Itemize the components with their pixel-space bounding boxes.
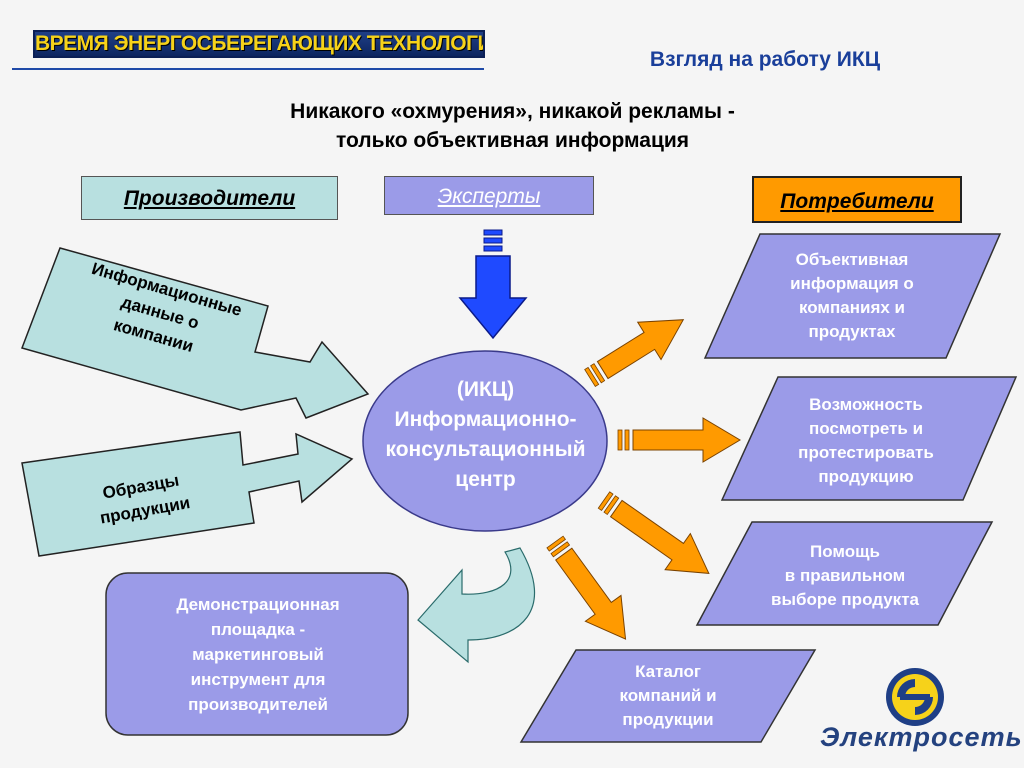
output-4-line-1: Каталог [635,662,701,681]
output-2-line-1: Возможность [809,395,923,414]
output-box-3 [695,521,994,626]
output-4-line-3: продукции [622,710,714,729]
output-text-3: Помощь в правильном выборе продукта [735,540,955,612]
demo-line-5: производителей [188,695,328,714]
output-1-line-1: Объективная [795,250,909,269]
demo-line-3: маркетинговый [192,645,324,664]
output-2-line-2: посмотреть и [808,419,924,438]
subtitle: Никакого «охмурения», никакой рекламы - … [200,97,825,155]
info-input-arrow [21,247,370,419]
output-box-1 [703,233,1002,359]
demo-line-1: Демонстрационная [176,595,340,614]
orange-arrow-2 [617,417,741,463]
output-3-line-2: в правильном [784,566,906,585]
demo-label: Демонстрационная площадка - маркетинговы… [110,592,406,717]
demo-curved-arrow [417,547,536,664]
output-box-2 [720,376,1018,501]
consumers-header: Потребители [752,176,962,223]
electroset-logo-icon [886,668,944,726]
slide-title: Взгляд на работу ИКЦ [649,48,881,71]
experts-header: Эксперты [384,176,594,215]
banner-underline [12,68,484,70]
output-3-line-1: Помощь [810,542,880,561]
center-line-3: консультационный [385,438,586,461]
producers-header: Производители [81,176,338,220]
demo-line-4: инструмент для [190,670,326,689]
output-box-4 [519,649,817,743]
electroset-logo-text: Электросеть [820,722,1023,752]
center-line-4: центр [455,468,516,491]
output-4-line-2: компаний и [619,686,717,705]
experts-down-arrow [458,229,528,340]
orange-arrow-4 [546,535,627,640]
orange-arrow-1 [584,319,685,388]
subtitle-line-1: Никакого «охмурения», никакой рекламы - [290,100,735,123]
demo-line-2: площадка - [210,620,306,639]
output-2-line-3: протестировать [798,443,934,462]
output-1-line-2: информация о [790,274,914,293]
output-text-4: Каталог компаний и продукции [568,660,768,732]
center-label: (ИКЦ) Информационно- консультационный це… [363,375,608,495]
demo-box [105,572,409,736]
center-line-1: (ИКЦ) [456,378,515,401]
banner: ВРЕМЯ ЭНЕРГОСБЕРЕГАЮЩИХ ТЕХНОЛОГИЙ [33,30,485,58]
output-1-line-3: компаниях и [798,298,905,317]
center-line-2: Информационно- [394,408,577,431]
output-text-2: Возможность посмотреть и протестировать … [766,393,966,489]
output-3-line-3: выборе продукта [771,590,919,609]
center-ellipse [362,350,608,532]
output-1-line-4: продуктах [808,322,896,341]
orange-arrow-3 [597,491,710,574]
output-2-line-4: продукцию [818,467,914,486]
output-text-1: Объективная информация о компаниях и про… [752,248,952,344]
subtitle-line-2: только объективная информация [335,129,690,152]
samples-input-arrow [21,431,354,557]
